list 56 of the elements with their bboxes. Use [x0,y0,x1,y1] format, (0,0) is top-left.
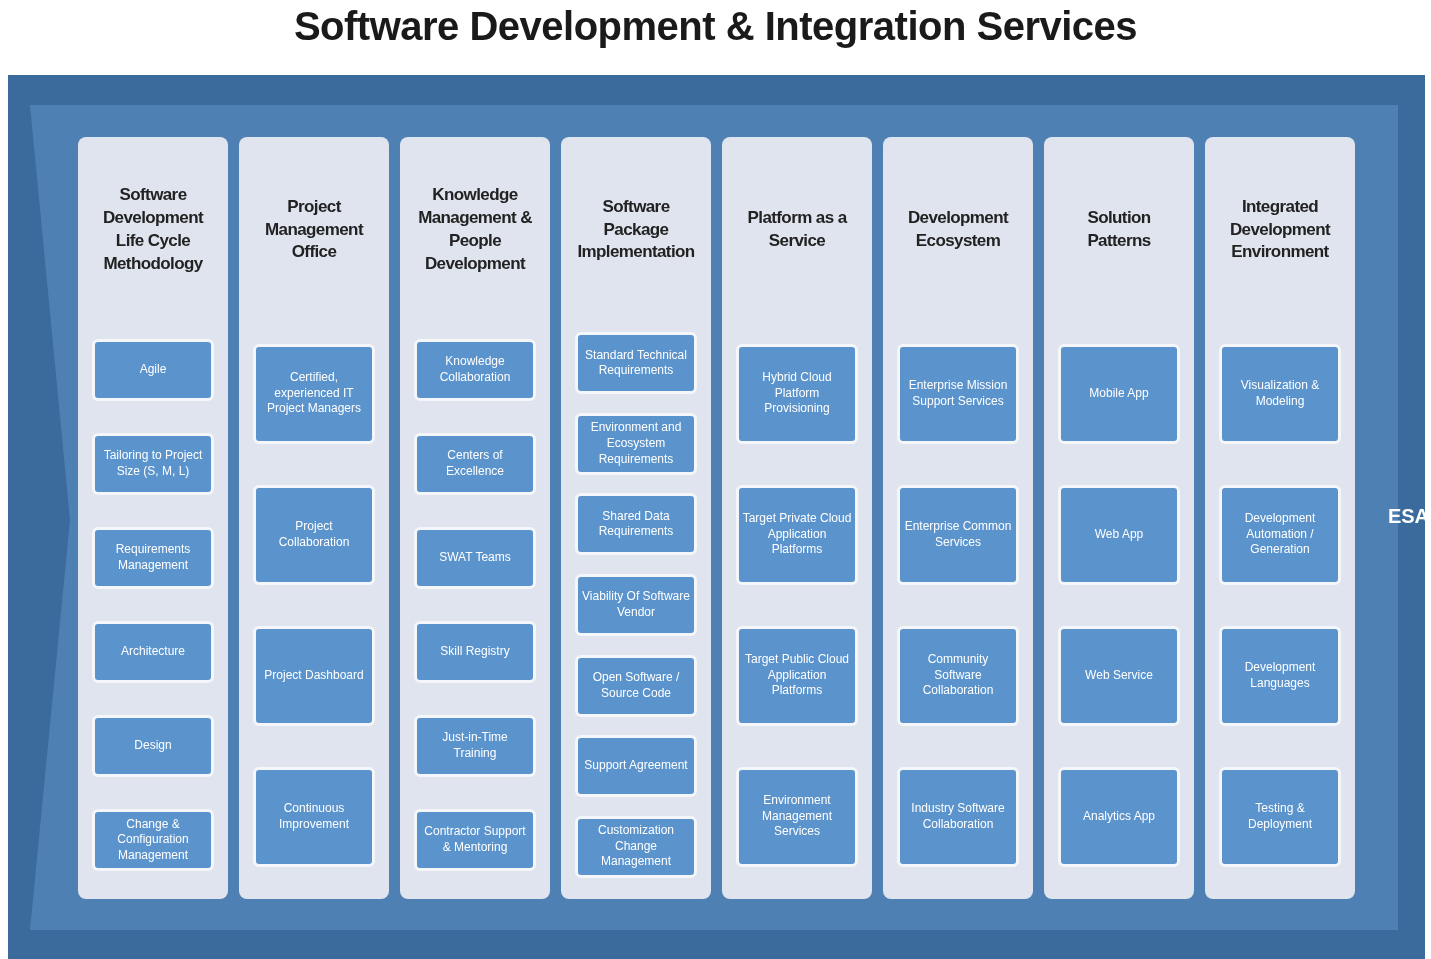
column-heading: Solution Patterns [1086,207,1152,252]
service-box: Visualization & Modeling [1219,343,1341,444]
service-box: Development Automation / Generation [1219,484,1341,585]
service-box: Hybrid Cloud Platform Provisioning [736,343,858,444]
category-column [1044,137,1194,899]
service-box: Support Agreement [575,735,697,798]
category-column [400,137,550,899]
category-column [78,137,228,899]
service-box: SWAT Teams [414,527,536,589]
category-column [1205,137,1355,899]
service-box: Web App [1058,484,1180,585]
category-column [239,137,389,899]
service-box: Analytics App [1058,766,1180,867]
service-box: Standard Technical Requirements [575,332,697,395]
service-box: Project Collaboration [253,484,375,585]
service-box: Community Software Collaboration [897,625,1019,726]
service-box: Target Public Cloud Application Platforms [736,625,858,726]
category-column [722,137,872,899]
column-heading: Software Development Life Cycle Methodology [101,184,205,275]
service-box: Continuous Improvement [253,766,375,867]
service-box: Design [92,715,214,777]
service-box: Shared Data Requirements [575,493,697,556]
service-box: Development Languages [1219,625,1341,726]
service-box: Requirements Management [92,527,214,589]
service-box: Open Software / Source Code [575,654,697,717]
diagram-title: Software Development & Integration Services [292,4,1139,49]
service-box: Skill Registry [414,621,536,683]
service-box: Target Private Cloud Application Platforms [736,484,858,585]
service-box: Architecture [92,621,214,683]
service-box: Web Service [1058,625,1180,726]
service-box: Environment Management Services [736,766,858,867]
category-column [561,137,711,899]
service-box: Environment and Ecosystem Requirements [575,412,697,475]
service-box: Tailoring to Project Size (S, M, L) [92,433,214,495]
service-box: Contractor Support & Mentoring [414,809,536,871]
service-box: Industry Software Collaboration [897,766,1019,867]
service-box: Enterprise Mission Support Services [897,343,1019,444]
column-heading: Development Ecosystem [906,207,1010,252]
column-heading: Software Package Implementation [576,195,696,264]
column-heading: Knowledge Management & People Development [417,184,533,275]
service-box: Customization Change Management [575,815,697,878]
service-box: Testing & Deployment [1219,766,1341,867]
service-box: Just-in-Time Training [414,715,536,777]
service-box: Enterprise Common Services [897,484,1019,585]
service-box: Knowledge Collaboration [414,339,536,401]
service-box: Viability Of Software Vendor [575,573,697,636]
service-box: Centers of Excellence [414,433,536,495]
column-heading: Project Management Office [264,195,365,264]
service-box: Agile [92,339,214,401]
column-heading: Platform as a Service [746,207,849,252]
category-column [883,137,1033,899]
service-box: Change & Configuration Management [92,809,214,871]
column-heading: Integrated Development Environment [1228,195,1332,264]
service-box: Certified, experienced IT Project Managers [253,343,375,444]
service-box: Project Dashboard [253,625,375,726]
service-box: Mobile App [1058,343,1180,444]
